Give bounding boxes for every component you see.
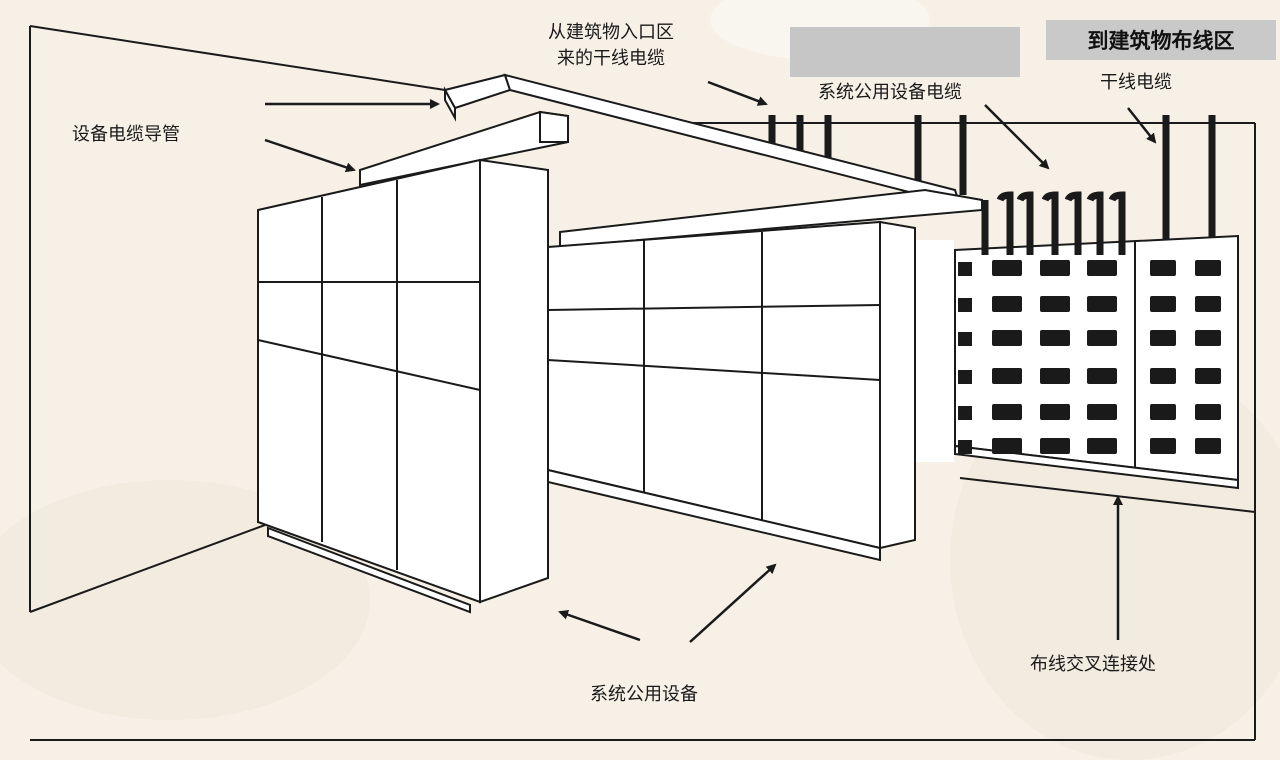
patch-block xyxy=(1087,296,1117,312)
patch-block xyxy=(1040,330,1070,346)
label-equipment-conduit: 设备电缆导管 xyxy=(72,124,180,145)
patch-block xyxy=(992,438,1022,454)
patch-block xyxy=(1150,404,1176,420)
patch-block xyxy=(1087,260,1117,276)
patch-block xyxy=(958,262,972,276)
patch-block xyxy=(992,260,1022,276)
pointer-arrows xyxy=(264,80,1157,643)
arrow-trunk-cable xyxy=(1127,107,1157,144)
arrow-conduit-2 xyxy=(264,138,356,173)
patch-block xyxy=(1040,438,1070,454)
patch-block xyxy=(958,298,972,312)
patch-block xyxy=(1087,438,1117,454)
patch-block xyxy=(1150,296,1176,312)
patch-block xyxy=(1040,260,1070,276)
patch-block xyxy=(1040,404,1070,420)
patch-block xyxy=(1150,438,1176,454)
arrow-equipment-left xyxy=(558,609,641,642)
patch-block xyxy=(1195,260,1221,276)
equipment-cabinets-right xyxy=(547,220,916,562)
patch-block xyxy=(1150,368,1176,384)
label-cross-connect: 布线交叉连接处 xyxy=(1030,654,1156,675)
patch-block xyxy=(1195,438,1221,454)
cross-connect-panel xyxy=(954,234,1239,490)
arrow-entrance-trunk xyxy=(707,80,768,106)
patch-block xyxy=(992,368,1022,384)
label-common-equipment-cable: 系统公用设备电缆 xyxy=(818,82,962,103)
light-glare xyxy=(916,240,954,462)
arrow-equipment-right xyxy=(689,563,777,643)
equipment-cabinets-left xyxy=(257,158,549,614)
patch-block xyxy=(958,406,972,420)
grey-placeholder-box xyxy=(790,27,1020,77)
patch-block xyxy=(992,330,1022,346)
label-entrance-trunk-line2: 来的干线电缆 xyxy=(557,48,665,69)
wall-cables xyxy=(768,115,1216,255)
patch-block xyxy=(1087,404,1117,420)
label-trunk-cable: 干线电缆 xyxy=(1100,72,1172,93)
patch-block xyxy=(958,440,972,454)
patch-block xyxy=(958,332,972,346)
patch-block xyxy=(1087,330,1117,346)
patch-block-grid xyxy=(958,260,1221,454)
patch-block xyxy=(1040,296,1070,312)
patch-block xyxy=(1150,330,1176,346)
cable-trays xyxy=(359,73,983,249)
patch-block xyxy=(958,370,972,384)
label-common-equipment: 系统公用设备 xyxy=(590,684,698,705)
patch-block xyxy=(992,296,1022,312)
patch-block xyxy=(1150,260,1176,276)
label-entrance-trunk-line1: 从建筑物入口区 xyxy=(548,22,674,43)
patch-block xyxy=(1195,330,1221,346)
patch-block xyxy=(992,404,1022,420)
patch-block xyxy=(1195,404,1221,420)
patch-block xyxy=(1195,368,1221,384)
room-outline xyxy=(29,25,1256,741)
patch-block xyxy=(1087,368,1117,384)
page-title: 到建筑物布线区 xyxy=(1087,29,1235,53)
patch-block xyxy=(1040,368,1070,384)
patch-block xyxy=(1195,296,1221,312)
label-entrance-trunk: 从建筑物入口区 来的干线电缆 xyxy=(548,20,674,72)
title-box: 到建筑物布线区 xyxy=(1046,20,1276,60)
arrow-common-cable xyxy=(984,104,1050,170)
